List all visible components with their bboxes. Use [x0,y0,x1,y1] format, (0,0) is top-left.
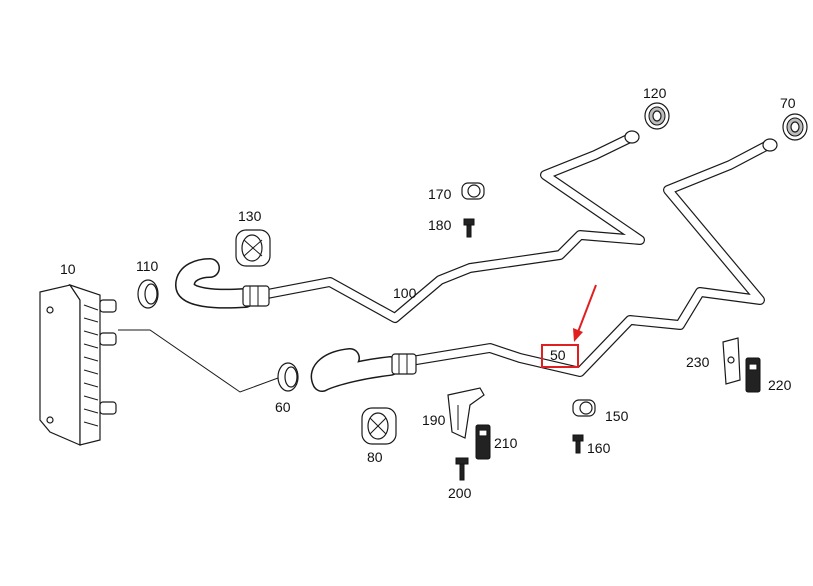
label-60[interactable]: 60 [275,399,291,415]
bolt-160[interactable] [572,434,584,454]
label-230[interactable]: 230 [686,354,710,370]
bolt-200[interactable] [455,457,469,481]
clip-210[interactable] [475,424,491,460]
label-150[interactable]: 150 [605,408,629,424]
label-100[interactable]: 100 [393,285,417,301]
bolt-180[interactable] [463,218,475,238]
clamp-150[interactable] [572,399,596,417]
label-180[interactable]: 180 [428,217,452,233]
seal-ring-60[interactable] [277,362,299,392]
grommet-120[interactable] [644,102,670,130]
label-80[interactable]: 80 [367,449,383,465]
pipe-50[interactable] [310,138,778,392]
pipe-100[interactable] [175,130,645,323]
seal-ring-110[interactable] [137,279,159,309]
clip-220[interactable] [745,357,761,393]
clamp-170[interactable] [461,182,485,200]
label-160[interactable]: 160 [587,440,611,456]
label-210[interactable]: 210 [494,435,518,451]
label-220[interactable]: 220 [768,377,792,393]
label-130[interactable]: 130 [238,208,262,224]
rubber-mount-130[interactable] [235,229,271,267]
part-50-highlight [541,344,579,368]
label-10[interactable]: 10 [60,261,76,277]
label-70[interactable]: 70 [780,95,796,111]
rubber-mount-80[interactable] [361,407,397,445]
indicator-arrow [573,284,597,342]
grommet-70[interactable] [782,113,808,141]
bracket-190[interactable] [447,387,485,439]
label-200[interactable]: 200 [448,485,472,501]
bracket-230[interactable] [722,337,741,385]
leader-line-60 [118,329,279,393]
label-170[interactable]: 170 [428,186,452,202]
label-110[interactable]: 110 [136,258,159,274]
label-50[interactable]: 50 [550,347,566,363]
label-120[interactable]: 120 [643,85,667,101]
oil-cooler-10[interactable] [39,283,117,446]
label-190[interactable]: 190 [422,412,446,428]
